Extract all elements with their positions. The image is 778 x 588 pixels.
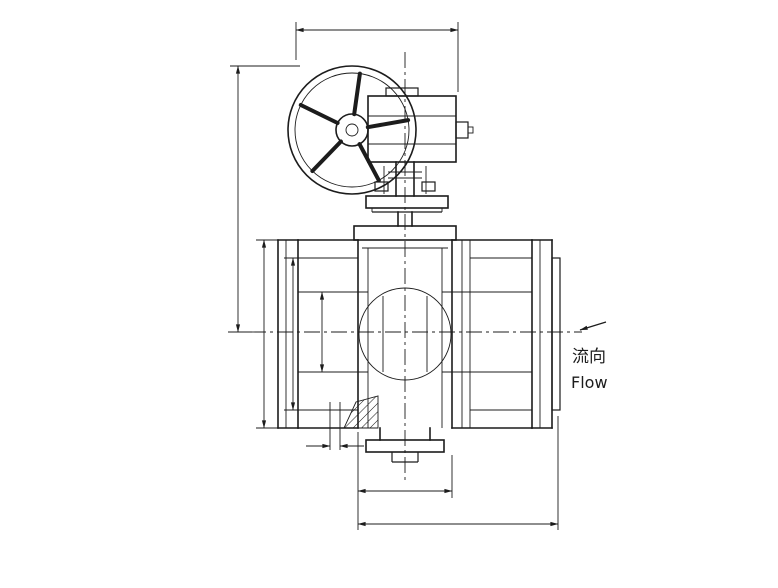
face-to-face-dimension (357, 416, 559, 530)
flow-arrow-icon (579, 321, 607, 331)
flow-label-en: Flow (571, 373, 608, 392)
top-width-dimension (295, 22, 459, 92)
flow-label-cn: 流向 (572, 347, 606, 367)
overall-height-dimension (228, 65, 300, 333)
flow-indicator-group: 流向 Flow (571, 321, 608, 392)
left-flange-group (277, 239, 368, 429)
stem-group (365, 161, 449, 213)
ball (358, 287, 452, 381)
gland-nut-right (421, 181, 436, 192)
gearbox-group (367, 87, 474, 163)
input-shaft-nut (455, 121, 469, 139)
section-hatch (343, 395, 379, 429)
centerlines-group (250, 52, 582, 482)
gland-nut-left (374, 181, 389, 192)
mounting-flange (365, 195, 449, 209)
right-raised-face (551, 257, 561, 411)
drain-group (365, 427, 445, 463)
right-flange-group (442, 239, 561, 429)
flange-od-dimension (256, 239, 280, 429)
handwheel-group (287, 65, 417, 195)
raised-face-dimension (284, 257, 302, 411)
bonnet-group (353, 211, 457, 249)
body-group (343, 239, 453, 429)
body-width-dimension (357, 432, 453, 530)
